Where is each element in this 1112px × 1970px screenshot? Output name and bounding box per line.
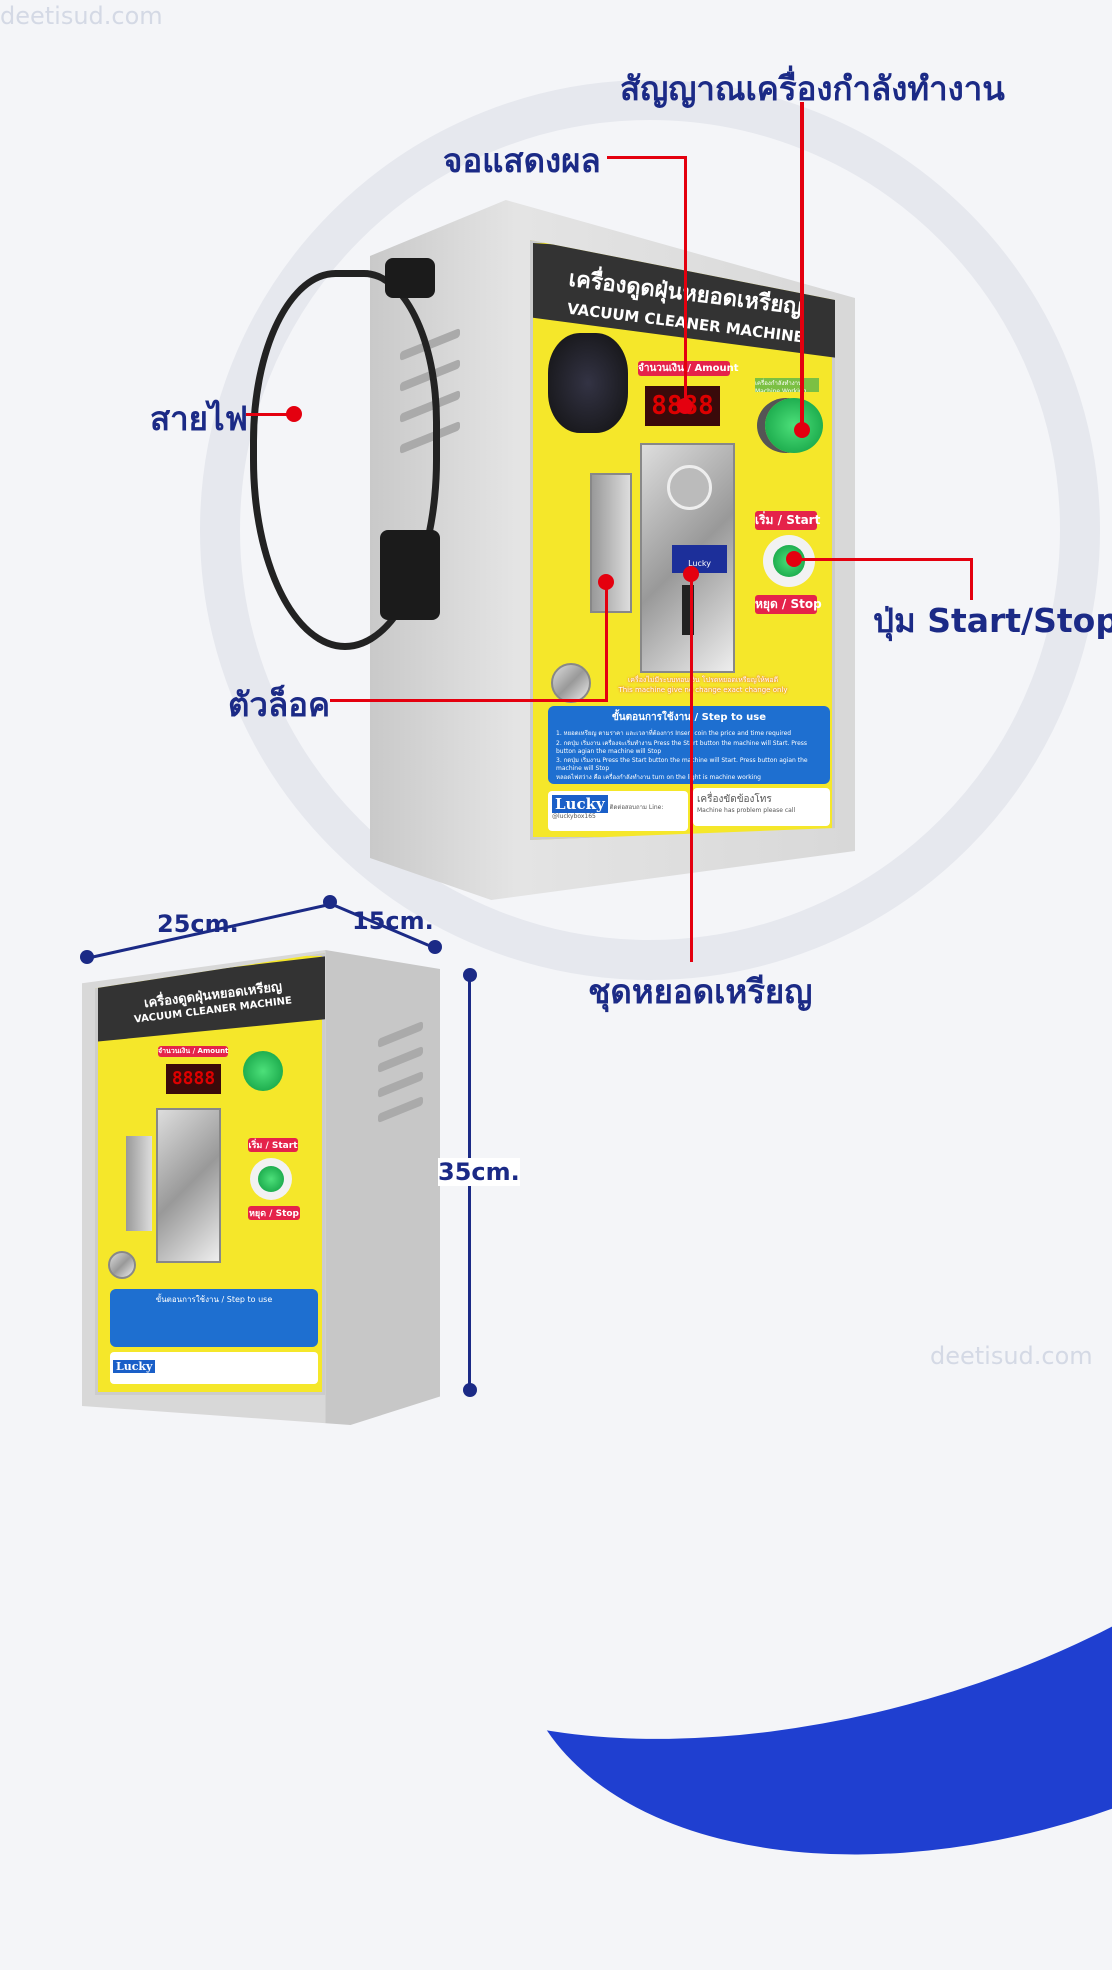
small-lock-handle <box>126 1136 152 1231</box>
small-coin-acceptor <box>156 1108 221 1263</box>
vacuum-cleaner-icon <box>548 333 628 433</box>
working-label: เครื่องกำลังทำงาน Machine Working <box>755 378 819 392</box>
small-key-lock <box>108 1251 136 1279</box>
no-change-en: This machine give no change exact change… <box>618 686 788 694</box>
power-plug-icon <box>380 530 440 620</box>
watermark: deetisud.com <box>0 2 163 30</box>
callout-start-stop: ปุ่ม Start/Stop <box>873 601 1112 640</box>
dimension-height: 35cm. <box>438 1158 520 1186</box>
callout-power-cord: สายไฟ <box>150 399 248 438</box>
small-front-panel: เครื่องดูดฝุ่นหยอดเหรียญ VACUUM CLEANER … <box>95 953 325 1395</box>
problem-th: เครื่องขัดข้องโทร <box>697 794 772 805</box>
power-cord-icon <box>250 270 440 650</box>
steps-title: ขั้นตอนการใช้งาน / Step to use <box>611 712 767 723</box>
callout-display: จอแสดงผล <box>443 141 601 180</box>
step-item: 3. กดปุ่ม เริ่มงาน Press the Start butto… <box>556 757 808 772</box>
small-vents <box>378 1020 423 1124</box>
coin-brand: Lucky <box>672 545 727 573</box>
dimension-depth: 15cm. <box>352 907 434 935</box>
lock-handle[interactable] <box>590 473 632 613</box>
connector-icon <box>385 258 435 298</box>
problem-en: Machine has problem please call <box>697 807 796 814</box>
callout-working-signal: สัญญาณเครื่องกำลังทำงาน <box>620 69 1005 108</box>
no-change-th: เครื่องไม่มีระบบทอนเงิน โปรดหยอดเหรียญให… <box>627 676 779 684</box>
small-steps-title: ขั้นตอนการใช้งาน / Step to use <box>155 1295 273 1304</box>
watermark: deetisud.com <box>930 1342 1093 1370</box>
small-brand: Lucky <box>113 1360 156 1373</box>
small-steps: ขั้นตอนการใช้งาน / Step to use <box>110 1289 318 1347</box>
small-start-button <box>250 1158 292 1200</box>
small-amount-label: จำนวนเงิน / Amount <box>158 1046 229 1057</box>
stop-label: หยุด / Stop <box>755 595 822 614</box>
contact-line: ติดต่อสอบถาม Line: @luckybox165 <box>552 804 664 820</box>
callout-coin-acceptor: ชุดหยอดเหรียญ <box>588 972 813 1011</box>
brand-logo: Lucky <box>552 795 608 813</box>
start-label: เริ่ม / Start <box>755 511 820 530</box>
front-panel: เครื่องดูดฝุ่นหยอดเหรียญ VACUUM CLEANER … <box>530 240 835 840</box>
callout-lock: ตัวล็อค <box>228 685 331 724</box>
small-working-light <box>243 1051 283 1091</box>
key-lock-icon[interactable] <box>551 663 591 703</box>
step-item: 2. กดปุ่ม เริ่มงาน เครื่องจะเริ่มทำงาน P… <box>556 740 808 755</box>
steps-panel: ขั้นตอนการใช้งาน / Step to use 1. หยอดเห… <box>548 706 830 784</box>
dimension-width: 25cm. <box>157 910 239 938</box>
small-display: 8888 <box>166 1064 221 1094</box>
step-item: 1. หยอดเหรียญ ตามราคา และเวลาที่ต้องการ … <box>556 730 792 737</box>
coin-acceptor[interactable]: Lucky <box>640 443 735 673</box>
light-note: หลอดไฟสว่าง คือ เครื่องกำลังทำงาน turn o… <box>556 774 761 781</box>
small-start-label: เริ่ม / Start <box>248 1138 298 1152</box>
small-stop-label: หยุด / Stop <box>248 1206 300 1220</box>
